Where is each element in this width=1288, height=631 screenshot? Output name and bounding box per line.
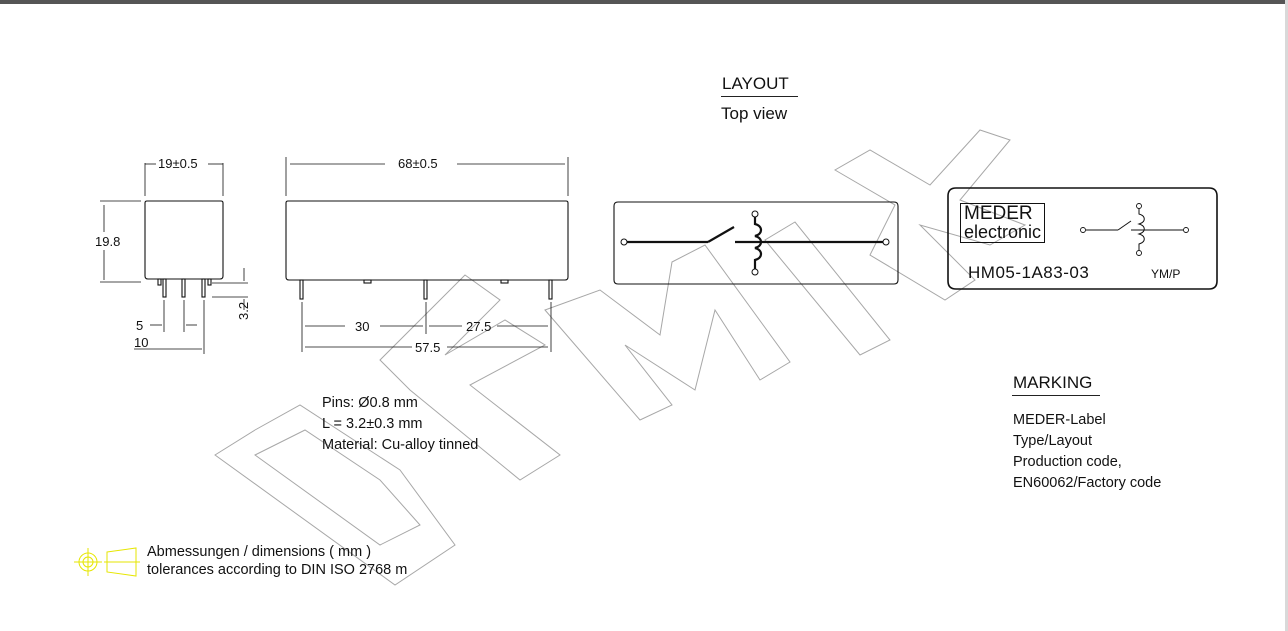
- marking-list: MEDER-Label Type/Layout Production code,…: [1013, 410, 1161, 494]
- front-view-body: [285, 200, 569, 281]
- marking-title: MARKING: [1013, 373, 1093, 392]
- footer-dimensions: Abmessungen / dimensions ( mm ): [147, 544, 372, 560]
- label-brand-line1: MEDER: [964, 203, 1033, 224]
- dim-pin-span: 57.5: [415, 340, 441, 355]
- side-view-body: [144, 200, 224, 280]
- front-pin-2: [423, 279, 428, 300]
- layout-coil: [753, 217, 763, 269]
- label-part-number: HM05-1A83-03: [968, 263, 1090, 282]
- dim-pin-spacing: 5: [136, 318, 144, 333]
- marking-label-graphic: [947, 187, 1218, 290]
- layout-pin-right: [882, 238, 890, 246]
- side-pin-2: [181, 278, 186, 298]
- top-border: [0, 0, 1288, 4]
- layout-pin-left: [620, 238, 628, 246]
- pins-note: Pins: Ø0.8 mm L = 3.2±0.3 mm Material: C…: [322, 393, 478, 456]
- marking-item: Production code,: [1013, 454, 1122, 470]
- watermark-outline: [214, 129, 1027, 586]
- label-date-code: YM/P: [1151, 267, 1181, 281]
- side-pin-3: [201, 278, 206, 298]
- layout-title: LAYOUT: [722, 74, 789, 93]
- pins-note-line: L = 3.2±0.3 mm: [322, 416, 423, 432]
- pins-note-line: Material: Cu-alloy tinned: [322, 437, 479, 453]
- dim-pin-offset: 10: [134, 335, 149, 350]
- footer-tolerances: tolerances according to DIN ISO 2768 m: [147, 562, 408, 578]
- layout-coil-pin-top: [751, 210, 759, 218]
- dim-width-side: 19±0.5: [158, 156, 198, 171]
- dim-pin-pos-2: 27.5: [466, 319, 492, 334]
- projection-symbol-icon: [74, 547, 140, 577]
- label-pin-left: [1080, 227, 1086, 233]
- right-border: [1285, 0, 1288, 631]
- front-pin-1: [299, 279, 304, 300]
- layout-coil-pin-bottom: [751, 268, 759, 276]
- label-brand: MEDER electronic: [960, 203, 1046, 243]
- front-pin-3: [548, 279, 553, 300]
- marking-item: Type/Layout: [1013, 433, 1092, 449]
- side-pin-1: [162, 278, 167, 298]
- pins-note-line: Pins: Ø0.8 mm: [322, 395, 418, 411]
- label-pin-right: [1183, 227, 1189, 233]
- front-view: [285, 157, 569, 352]
- marking-title-underline: [1012, 395, 1100, 396]
- layout-outline: [613, 201, 899, 285]
- layout-title-underline: [721, 96, 798, 97]
- dim-pin-pos-1: 30: [355, 319, 370, 334]
- layout-top-view: [613, 201, 899, 285]
- marking-item: MEDER-Label: [1013, 412, 1106, 428]
- label-outline: [947, 187, 1218, 290]
- dim-pin-length: 3.2: [236, 301, 251, 320]
- dim-height: 19.8: [95, 234, 121, 249]
- side-view: [100, 163, 248, 354]
- marking-item: EN60062/Factory code: [1013, 475, 1162, 491]
- dim-length-top: 68±0.5: [398, 156, 438, 171]
- layout-subtitle: Top view: [721, 104, 788, 123]
- label-brand-line2: electronic: [964, 222, 1042, 242]
